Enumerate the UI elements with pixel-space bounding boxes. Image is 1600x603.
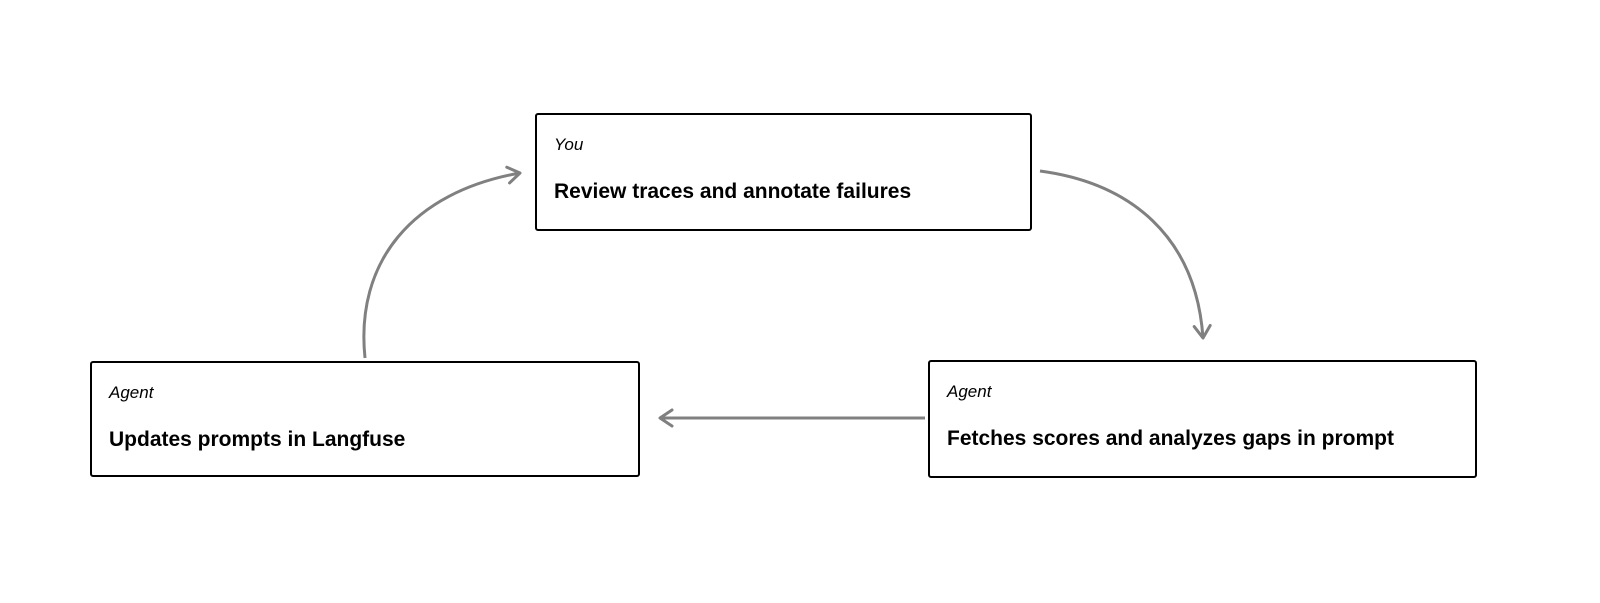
node-title: Review traces and annotate failures	[554, 180, 912, 203]
node-title: Fetches scores and analyzes gaps in prom…	[947, 427, 1394, 450]
arrow-update-to-review-icon	[362, 165, 522, 359]
node-fetch-scores: Agent Fetches scores and analyzes gaps i…	[928, 360, 1477, 478]
node-update-prompts: Agent Updates prompts in Langfuse	[90, 361, 640, 477]
node-role-label: You	[554, 135, 584, 154]
arrow-review-to-fetch-icon	[1039, 169, 1212, 340]
node-title: Updates prompts in Langfuse	[109, 428, 406, 451]
node-role-label: Agent	[109, 383, 154, 402]
node-role-label: Agent	[947, 382, 992, 401]
node-review-traces: You Review traces and annotate failures	[535, 113, 1032, 231]
